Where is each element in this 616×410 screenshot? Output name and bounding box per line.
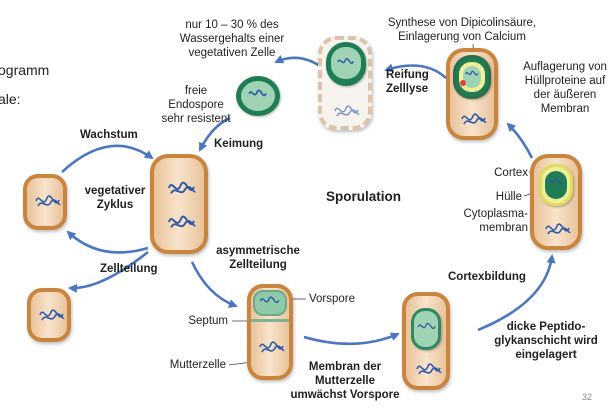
label-vegetativer-zyklus: vegetativer Zyklus [84,185,146,211]
label-water-content: nur 10 – 30 % des Wassergehalts einer ve… [179,19,285,59]
cell-cortex [530,154,582,250]
septum-line [251,319,289,322]
label-wachstum: Wachstum [80,129,138,141]
label-peptidoglykan: dicke Peptido- glykanschicht wird eingel… [494,321,598,361]
free-endospore [236,76,280,116]
arrow-auflagerung [506,122,534,159]
arrow-cortexbildung [477,254,556,332]
arrow-asymmetric [190,261,238,308]
cell-lysing [318,36,372,130]
nucleoid-icon [464,70,479,76]
nucleoid-icon [35,195,61,207]
cell-dividing [150,154,208,254]
arrow-lysis [274,55,321,68]
label-cytoplasma-membran: Cytoplasma- membran [463,208,528,234]
label-cortexbildung: Cortexbildung [448,271,526,283]
label-asymmetrische-zellteilung: asymmetrische Zellteilung [216,245,300,271]
nucleoid-icon [461,113,487,125]
label-auflagerung: Auflagerung von Hüllproteine auf der äuß… [523,61,607,115]
nucleoid-icon [248,89,267,97]
label-vorspore: Vorspore [309,293,356,305]
nucleoid-icon [259,296,280,304]
label-free-endospore: freie Endospore sehr resistent [161,85,231,125]
arrow-wachstum [61,144,154,173]
label-mutterzelle: Mutterzelle [169,359,226,371]
nucleoid-icon [259,341,285,353]
nucleoid-icon [545,223,571,235]
label-synthesis: Synthese von Dipicolinsäure, Einlagerung… [387,17,537,43]
arrow-membran [303,332,400,346]
cell-mature [446,48,498,140]
cell-vegetative-left [23,174,67,230]
label-membran-umwaechst: Membran der Mutterzelle umwächst Vorspor… [290,361,400,401]
nucleoid-icon [548,178,564,184]
cell-engulfment [402,292,450,390]
page-number: 32 [582,392,593,402]
calcium-dot [460,80,466,86]
nucleoid-icon [167,181,197,195]
nucleoid-icon [334,105,360,117]
cut-off-text-2: ale: [0,91,21,107]
nucleoid-icon [39,309,65,321]
forespore [411,308,441,350]
nucleoid-icon [167,215,197,229]
prespore [253,290,287,316]
arrow-keimung [198,116,231,152]
nucleoid-icon [417,322,436,329]
arrow-zellteilung-return [66,230,149,254]
cut-off-text-1: ogramm [0,62,50,78]
label-septum: Septum [188,315,228,327]
spore-mature [453,55,491,99]
spore-cortex [539,164,573,206]
cell-septum [247,284,293,380]
nucleoid-icon [337,58,355,64]
label-keimung: Keimung [214,138,264,150]
label-reifung: Reifung Zelllyse [386,69,429,95]
nucleoid-icon [416,363,442,375]
arrow-reifung [384,63,447,79]
label-zellteilung: Zellteilung [100,263,158,275]
diagram-title: Sporulation [326,189,401,204]
arrow-zellteilung-out [68,250,149,293]
cell-daughter [27,288,71,342]
spore-released [326,42,366,86]
label-huelle: Hülle [495,191,522,203]
label-cortex: Cortex [494,167,528,179]
